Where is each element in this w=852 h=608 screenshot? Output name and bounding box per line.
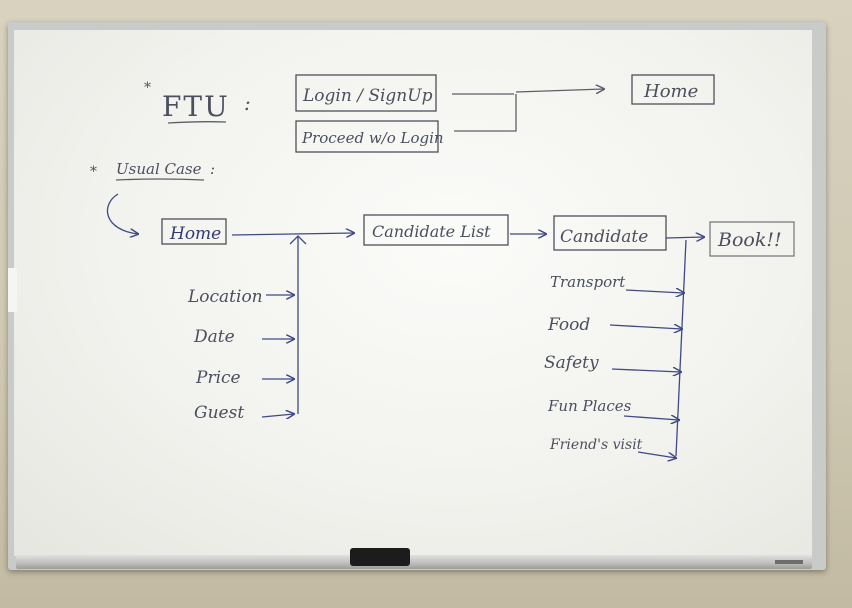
eraser (350, 548, 410, 566)
filter-location: Location (187, 287, 263, 307)
proceed-without-login-box (295, 120, 439, 153)
filter-date: Date (193, 327, 235, 347)
login-signup-text: Login / SignUp (302, 86, 433, 106)
book-box (709, 221, 795, 257)
candidate-list-box (363, 214, 509, 246)
usual-entry-arrow (106, 193, 138, 234)
usual-case-colon: : (210, 160, 215, 178)
usual-home-text: Home (169, 224, 221, 244)
usual-case-label: Usual Case (116, 160, 202, 178)
detail-fun-places: Fun Places (547, 397, 632, 415)
home-to-candidate-list-arrow (231, 233, 354, 235)
candidate-list-text: Candidate List (372, 222, 491, 241)
detail-food-arrow (609, 325, 682, 329)
ftu-underline (167, 121, 227, 124)
filter-guest-arrow (261, 414, 294, 417)
detail-friends-visit: Friend's visit (549, 437, 643, 453)
usual-star: * (90, 164, 97, 180)
ftu-home-box (631, 74, 715, 105)
detail-safety: Safety (544, 353, 599, 373)
ftu-label: FTU (162, 90, 230, 123)
ftu-home-text: Home (643, 81, 698, 102)
proceed-without-login-text: Proceed w/o Login (301, 129, 444, 147)
ftu-colon: : (244, 91, 251, 115)
maker-tag (775, 560, 803, 564)
detail-friends-visit-arrow (637, 451, 676, 458)
candidate-text: Candidate (560, 227, 648, 247)
filters-collector-arrowhead (289, 235, 307, 245)
candidate-to-book-arrow (665, 237, 704, 238)
candidate-box (553, 215, 667, 251)
filter-price: Price (195, 368, 241, 388)
frame-label-sticker (8, 268, 17, 312)
usual-case-underline (115, 178, 205, 181)
book-text: Book!! (717, 229, 782, 251)
detail-transport: Transport (550, 273, 626, 291)
detail-food: Food (547, 315, 590, 335)
proceed-connector (454, 94, 517, 132)
login-signup-box (295, 74, 437, 112)
detail-transport-arrow (625, 290, 684, 293)
details-collector-line (675, 239, 687, 457)
detail-safety-arrow (611, 369, 681, 372)
detail-fun-places-arrow (623, 416, 679, 420)
marker-tray (16, 555, 812, 569)
ftu-to-home-arrow (515, 89, 604, 92)
usual-home-box (161, 218, 227, 245)
filter-guest: Guest (194, 403, 244, 423)
ftu-star: * (144, 80, 151, 96)
